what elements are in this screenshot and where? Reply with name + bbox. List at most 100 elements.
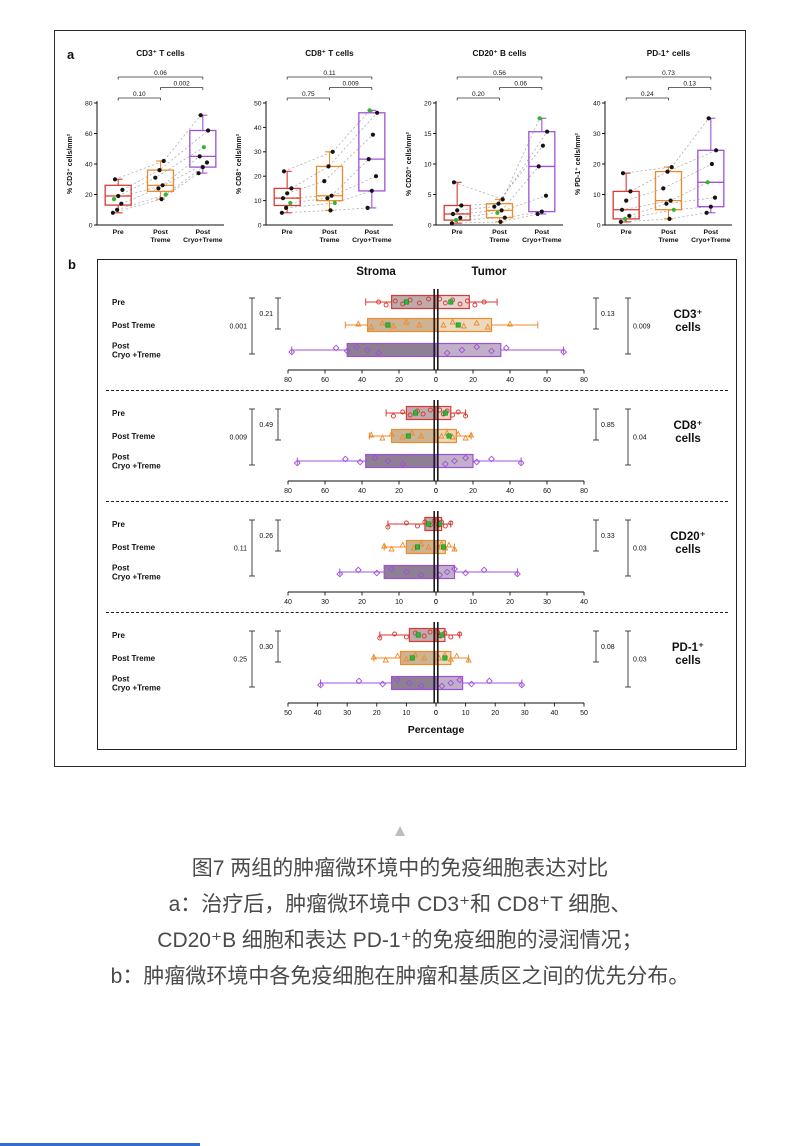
svg-text:Post Treme: Post Treme	[112, 321, 156, 330]
svg-text:20: 20	[254, 174, 262, 181]
svg-text:40: 40	[254, 125, 262, 132]
svg-text:80: 80	[284, 488, 292, 495]
svg-text:60: 60	[543, 488, 551, 495]
block-divider	[106, 390, 728, 391]
stroma-header: Stroma	[356, 266, 396, 278]
svg-text:80: 80	[284, 377, 292, 384]
svg-text:30: 30	[543, 599, 551, 606]
svg-text:Post: Post	[112, 342, 130, 351]
svg-text:0.24: 0.24	[641, 91, 654, 98]
svg-text:cells: cells	[675, 544, 701, 556]
caption-line-3: CD20⁺B 细胞和表达 PD-1⁺的免疫细胞的浸润情况；	[157, 929, 643, 952]
svg-text:0.11: 0.11	[234, 546, 247, 553]
svg-text:0.06: 0.06	[154, 70, 167, 77]
svg-text:40: 40	[358, 377, 366, 384]
svg-text:Cryo+Treme: Cryo+Treme	[183, 237, 223, 244]
svg-text:0.13: 0.13	[601, 311, 615, 318]
svg-text:80: 80	[580, 377, 588, 384]
svg-text:Pre: Pre	[112, 520, 125, 529]
stroma-tumor-header: Stroma Tumor	[106, 266, 728, 284]
svg-text:0: 0	[89, 222, 93, 229]
svg-text:0.002: 0.002	[174, 81, 191, 88]
svg-text:Cryo +Treme: Cryo +Treme	[112, 351, 161, 360]
svg-text:0.009: 0.009	[229, 435, 247, 442]
svg-text:Pre: Pre	[112, 298, 125, 307]
svg-text:Post: Post	[703, 229, 718, 236]
svg-text:Post: Post	[112, 675, 130, 684]
svg-text:Post: Post	[322, 229, 337, 236]
panel-b-label: b	[68, 257, 76, 272]
svg-text:CD3⁺: CD3⁺	[673, 309, 702, 321]
svg-text:30: 30	[521, 710, 529, 717]
figure-caption: 图7 两组的肿瘤微环境中的免疫细胞表达对比 a：治疗后，肿瘤微环境中 CD3⁺和…	[0, 851, 800, 995]
svg-text:0.20: 0.20	[472, 91, 485, 98]
svg-text:10: 10	[462, 710, 470, 717]
svg-text:60: 60	[85, 131, 93, 138]
svg-text:Cryo+Treme: Cryo+Treme	[352, 237, 392, 244]
svg-text:40: 40	[85, 161, 93, 168]
svg-text:Post: Post	[112, 564, 130, 573]
svg-text:CD20⁺ B cells: CD20⁺ B cells	[472, 49, 526, 58]
svg-text:Treme: Treme	[658, 237, 678, 244]
svg-text:CD8⁺ T cells: CD8⁺ T cells	[306, 49, 355, 58]
svg-text:20: 20	[395, 488, 403, 495]
svg-text:0.04: 0.04	[633, 435, 647, 442]
svg-text:CD20⁺: CD20⁺	[670, 531, 705, 543]
svg-text:10: 10	[395, 599, 403, 606]
svg-text:20: 20	[469, 488, 477, 495]
svg-text:0.21: 0.21	[259, 311, 273, 318]
svg-text:40: 40	[551, 710, 559, 717]
svg-text:20: 20	[358, 599, 366, 606]
svg-text:Post: Post	[365, 229, 380, 236]
svg-text:80: 80	[85, 100, 93, 107]
svg-text:10: 10	[424, 161, 432, 168]
svg-text:20: 20	[506, 599, 514, 606]
svg-text:Pre: Pre	[112, 631, 125, 640]
svg-text:0.03: 0.03	[633, 657, 647, 664]
svg-text:50: 50	[284, 710, 292, 717]
svg-text:cells: cells	[675, 322, 701, 334]
svg-text:40: 40	[506, 377, 514, 384]
svg-text:10: 10	[403, 710, 411, 717]
svg-text:60: 60	[321, 377, 329, 384]
svg-text:10: 10	[593, 192, 601, 199]
svg-text:% CD20⁺ cells/mm²: % CD20⁺ cells/mm²	[405, 131, 413, 196]
svg-text:20: 20	[469, 377, 477, 384]
svg-text:Cryo+Treme: Cryo+Treme	[691, 237, 731, 244]
block-divider	[106, 501, 728, 502]
svg-text:0.56: 0.56	[493, 70, 506, 77]
svg-text:0: 0	[434, 710, 438, 717]
svg-text:20: 20	[373, 710, 381, 717]
svg-text:% CD3⁺ cells/mm²: % CD3⁺ cells/mm²	[66, 133, 74, 194]
svg-text:Post: Post	[195, 229, 210, 236]
svg-text:Cryo +Treme: Cryo +Treme	[112, 462, 161, 471]
svg-text:Pre: Pre	[113, 229, 124, 236]
svg-text:% CD8⁺ cells/mm²: % CD8⁺ cells/mm²	[235, 133, 243, 194]
svg-text:Cryo+Treme: Cryo+Treme	[522, 237, 562, 244]
svg-text:20: 20	[85, 192, 93, 199]
caption-line-1: 图7 两组的肿瘤微环境中的免疫细胞表达对比	[191, 857, 609, 880]
svg-text:20: 20	[424, 100, 432, 107]
svg-text:30: 30	[254, 149, 262, 156]
svg-text:5: 5	[427, 192, 431, 199]
svg-text:10: 10	[469, 599, 477, 606]
svg-text:40: 40	[593, 100, 601, 107]
svg-text:0.26: 0.26	[259, 533, 273, 540]
svg-text:0.73: 0.73	[662, 70, 675, 77]
svg-text:0: 0	[597, 222, 601, 229]
svg-text:Treme: Treme	[320, 237, 340, 244]
svg-text:0: 0	[434, 377, 438, 384]
svg-text:Treme: Treme	[150, 237, 170, 244]
svg-text:0: 0	[258, 222, 262, 229]
caption-line-2: a：治疗后，肿瘤微环境中 CD3⁺和 CD8⁺T 细胞、	[168, 893, 632, 916]
svg-text:0.009: 0.009	[343, 81, 360, 88]
collapse-arrow-icon[interactable]: ▲	[391, 821, 409, 840]
svg-text:0.30: 0.30	[259, 644, 273, 651]
svg-text:0.25: 0.25	[233, 657, 247, 664]
svg-text:50: 50	[580, 710, 588, 717]
